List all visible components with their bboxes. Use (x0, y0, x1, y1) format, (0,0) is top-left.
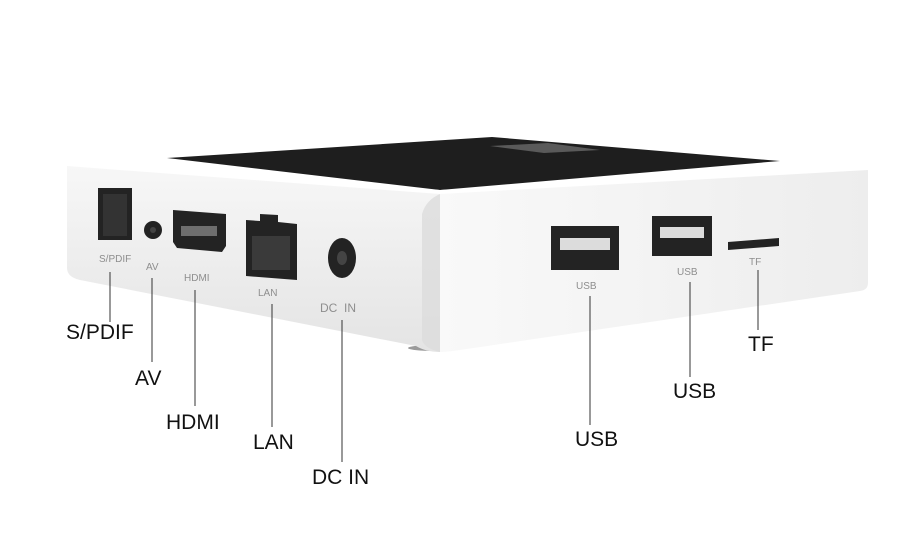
brand-logo-bar (490, 143, 600, 153)
hdmi-printed-label: HDMI (184, 273, 210, 284)
lan-port-inner (252, 236, 290, 270)
usb-2-printed-label: USB (677, 267, 698, 278)
device-top (167, 137, 780, 190)
tf-callout-label: TF (748, 333, 774, 356)
device-side-face (440, 170, 868, 352)
av-printed-label: AV (146, 262, 159, 273)
spdif-port-inner (103, 194, 127, 236)
usb-1-printed-label: USB (576, 281, 597, 292)
spdif-callout-label: S/PDIF (66, 321, 134, 344)
spdif-printed-label: S/PDIF (99, 254, 131, 265)
hdmi-callout-label: HDMI (166, 411, 220, 434)
hdmi-port-contacts (181, 226, 217, 236)
tf-printed-label: TF (749, 257, 761, 268)
av-callout-label: AV (135, 367, 162, 390)
device-corner-edge (422, 194, 440, 352)
callout-leader-lines (109, 270, 759, 462)
tf-card-slot (728, 238, 779, 250)
lan-printed-label: LAN (258, 288, 277, 299)
dc-in-printed-label: DC IN (320, 301, 356, 315)
usb-1-callout-label: USB (575, 428, 619, 451)
usb-port-2-tongue (660, 227, 704, 238)
dc-in-callout-label: DC IN (312, 466, 370, 489)
lan-callout-label: LAN (253, 431, 294, 454)
usb-port-1-tongue (560, 238, 610, 250)
dc-in-port-hole (337, 251, 347, 265)
av-port-hole (150, 227, 156, 233)
usb-2-callout-label: USB (673, 380, 717, 403)
